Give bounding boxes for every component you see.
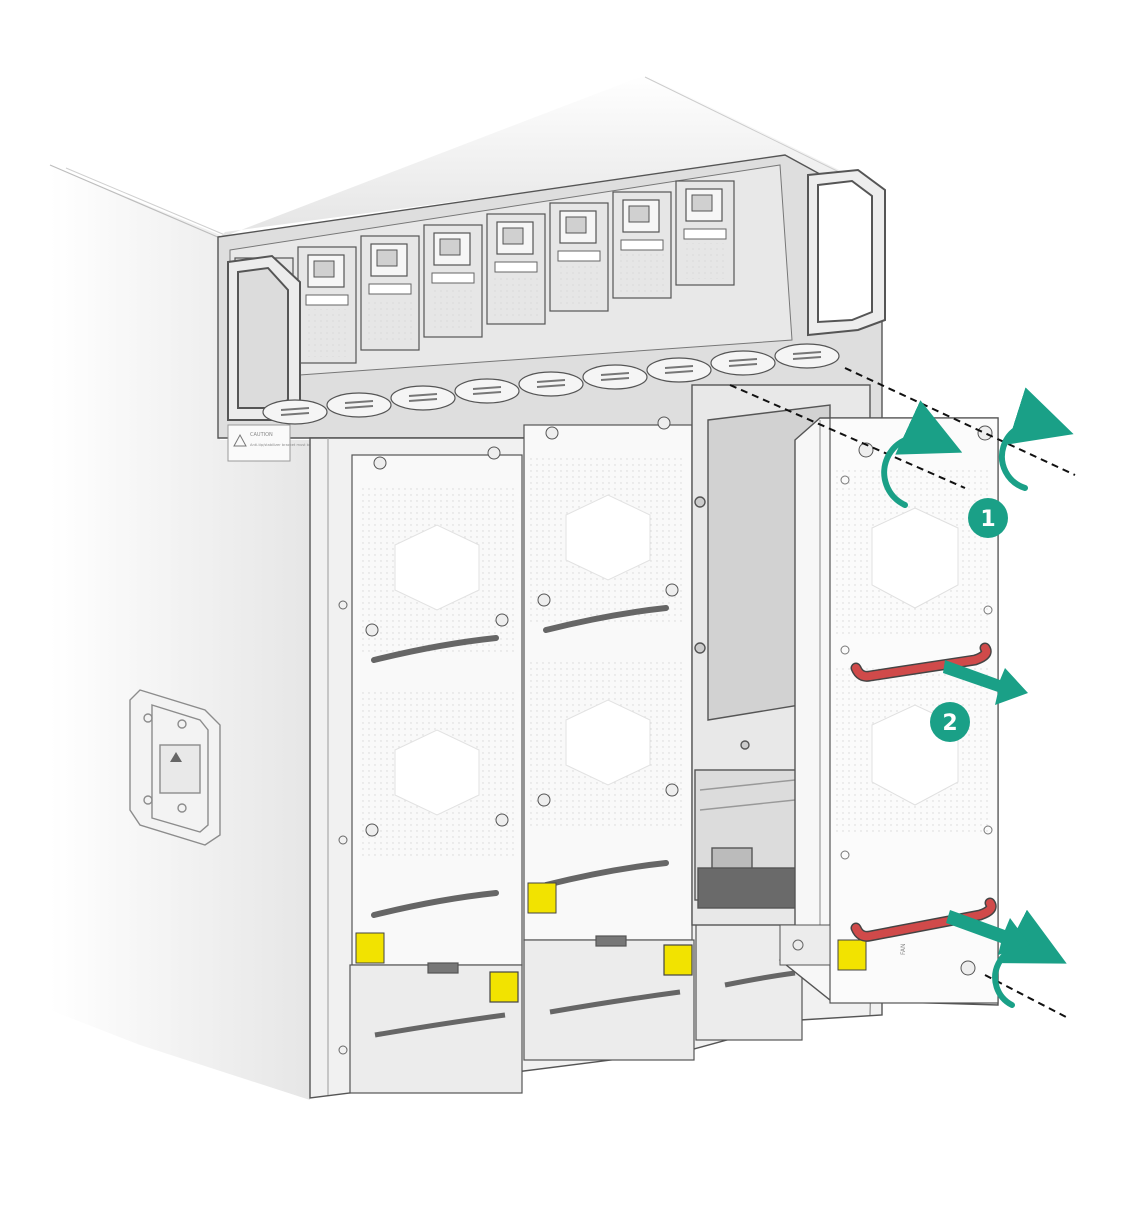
rack-handle-left — [227, 254, 301, 421]
shelf-lip — [518, 371, 584, 397]
shelf-lip — [454, 378, 520, 404]
module-handles — [850, 642, 997, 942]
caution-title: CAUTION — [250, 432, 273, 438]
step-number: 2 — [942, 711, 957, 736]
warning-sticker — [663, 944, 693, 976]
psu-slot — [423, 224, 483, 338]
shelf-lip — [774, 343, 840, 369]
psu-slot — [549, 202, 609, 312]
fan-module — [351, 446, 523, 966]
chassis-side-panel — [49, 164, 310, 1100]
caution-triangle-icon — [233, 433, 247, 447]
shelf-lip — [710, 350, 776, 376]
step-badge-2: 2 — [930, 702, 970, 742]
rotate-counterclockwise-icon — [992, 909, 1067, 1008]
step-badge-1: 1 — [968, 498, 1008, 538]
module-tag: FAN — [900, 944, 907, 956]
pull-arrow-icon — [946, 910, 1030, 955]
rotate-counterclockwise-icon — [998, 387, 1074, 491]
shelf-lip — [646, 357, 712, 383]
psu-slot — [675, 180, 735, 286]
installed-fan-modules — [351, 416, 693, 966]
pull-arrow-icon — [943, 660, 1028, 705]
psu-slot — [297, 246, 357, 364]
rack-handle-right — [807, 168, 886, 337]
shelf-lip — [326, 392, 392, 418]
shelf-lip — [262, 399, 328, 425]
step-number: 1 — [980, 507, 995, 532]
warning-label-icon — [170, 752, 182, 762]
warning-sticker — [489, 971, 519, 1003]
rotate-counterclockwise-icon — [881, 400, 963, 508]
psu-slot — [486, 213, 546, 325]
warning-sticker — [837, 939, 867, 971]
shelf-lip — [390, 385, 456, 411]
shelf-lip — [582, 364, 648, 390]
lower-modules — [349, 919, 803, 1094]
psu-slot — [612, 191, 672, 299]
psu-slot — [360, 235, 420, 351]
caution-label: CAUTION Anti-tip/stabilizer bracket must… — [227, 424, 328, 462]
caution-text: Anti-tip/stabilizer bracket must be inst… — [250, 443, 328, 447]
side-carry-handle — [129, 689, 221, 846]
fan-module — [523, 416, 693, 941]
psu-shelf-handles — [262, 343, 840, 425]
